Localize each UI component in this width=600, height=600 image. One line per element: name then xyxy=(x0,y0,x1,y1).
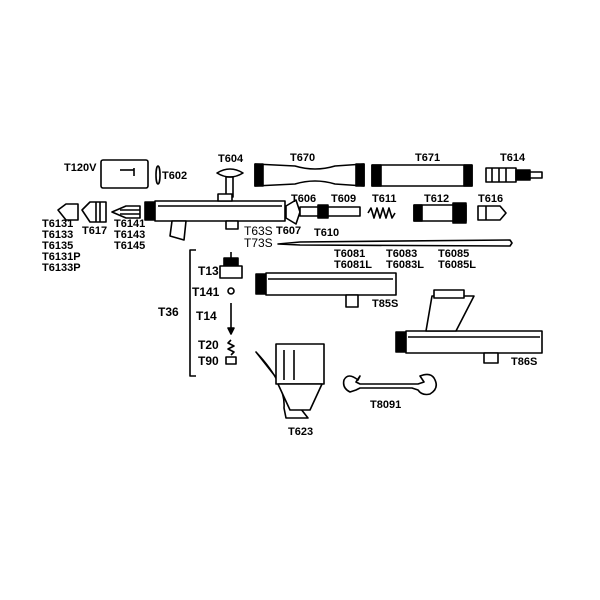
label-t609: T609 xyxy=(331,193,357,205)
label-t6143: T6143 xyxy=(114,229,146,241)
label-t670: T670 xyxy=(290,152,316,164)
label-t20: T20 xyxy=(198,338,219,352)
label-t6131p: T6131P xyxy=(42,251,81,263)
t14-stem xyxy=(227,303,235,335)
label-t6141: T6141 xyxy=(114,218,146,230)
label-t8091: T8091 xyxy=(370,399,402,411)
t617-head xyxy=(81,201,107,223)
label-t6133p: T6133P xyxy=(42,262,81,274)
needle-labels-a: T6081 T6081L xyxy=(334,249,372,271)
t90-screw xyxy=(225,356,237,365)
label-t6145: T6145 xyxy=(114,240,146,252)
label-t6081: T6081 xyxy=(334,248,366,260)
label-t612: T612 xyxy=(424,193,450,205)
nozzle-cap xyxy=(57,203,79,221)
label-t6133: T6133 xyxy=(42,229,74,241)
label-t611: T611 xyxy=(372,193,397,205)
t85s-body xyxy=(255,272,397,308)
label-t6083: T6083 xyxy=(386,248,418,260)
t86s-body xyxy=(395,289,543,364)
label-t141: T141 xyxy=(192,285,220,299)
label-t36: T36 xyxy=(158,305,179,319)
t36-bracket xyxy=(189,249,196,377)
label-t623: T623 xyxy=(288,426,314,438)
t612-guide xyxy=(413,202,467,224)
label-t6135: T6135 xyxy=(42,240,74,252)
label-t6085: T6085 xyxy=(438,248,470,260)
label-t85s: T85S xyxy=(372,298,399,310)
t606-t609-assembly xyxy=(285,199,361,225)
label-t86s: T86S xyxy=(511,356,538,368)
label-t671: T671 xyxy=(415,152,441,164)
label-t602: T602 xyxy=(162,170,188,182)
nozzle-labels: T6141 T6143 T6145 xyxy=(114,219,145,252)
t611-spring xyxy=(367,207,396,219)
needle-labels-b: T6083 T6083L xyxy=(386,249,424,271)
t13-valve xyxy=(219,252,243,279)
label-t63s: T63S xyxy=(244,224,273,238)
t20-spring xyxy=(227,339,235,356)
label-t13: T13 xyxy=(198,264,219,278)
t602-oring xyxy=(155,165,161,185)
label-t73s: T73S xyxy=(244,236,273,250)
t604-trigger xyxy=(216,168,244,198)
t8091-wrench xyxy=(342,373,438,396)
t141-ring xyxy=(227,287,235,295)
label-t617: T617 xyxy=(82,225,108,237)
label-t14: T14 xyxy=(196,309,217,323)
t63s-body xyxy=(144,193,286,241)
t623-cup xyxy=(255,343,325,419)
nozzle-cap-labels: T6131 T6133 T6135 T6131P T6133P xyxy=(42,219,81,274)
t671-handle xyxy=(371,164,473,187)
t670-handle xyxy=(254,163,365,187)
needle-labels-c: T6085 T6085L xyxy=(438,249,476,271)
label-t6085l: T6085L xyxy=(438,259,476,271)
label-t614: T614 xyxy=(500,152,526,164)
t616-nut xyxy=(477,205,507,221)
label-t616: T616 xyxy=(478,193,504,205)
nozzle-tip xyxy=(111,205,141,219)
label-t604: T604 xyxy=(218,153,244,165)
label-t90: T90 xyxy=(198,354,219,368)
label-t6131: T6131 xyxy=(42,218,74,230)
label-t6081l: T6081L xyxy=(334,259,372,271)
t614-fitting xyxy=(485,167,543,183)
label-t120v: T120V xyxy=(64,162,97,174)
label-t606: T606 xyxy=(291,193,317,205)
t120v-cap xyxy=(100,159,149,189)
label-t6083l: T6083L xyxy=(386,259,424,271)
label-t610: T610 xyxy=(314,227,340,239)
needle xyxy=(277,239,513,247)
label-t607: T607 xyxy=(276,225,302,237)
